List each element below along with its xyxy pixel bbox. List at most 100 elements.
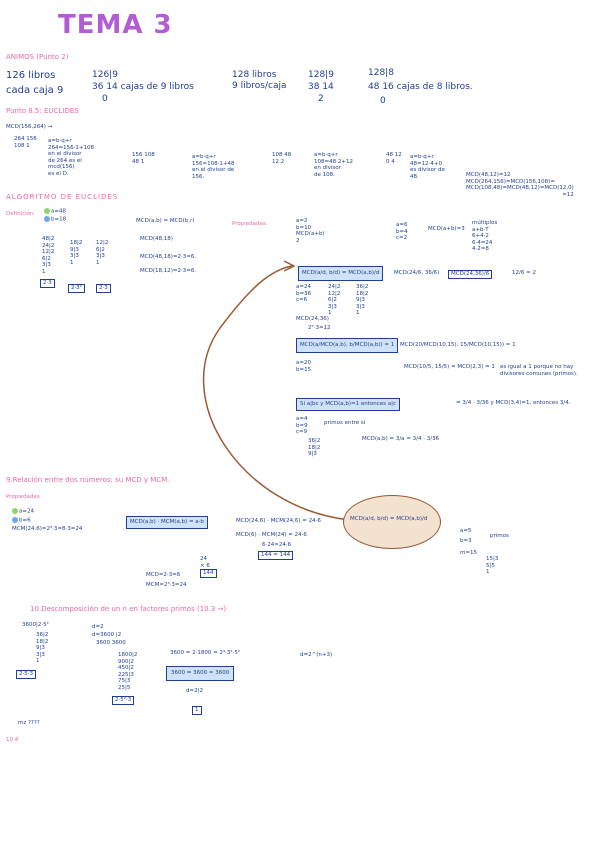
repaso-line1: 126 libros [6,70,56,81]
rel-b: b=6 [12,517,31,524]
repaso-line2: cada caja 9 [6,85,64,96]
rel-mcm: MCM(24,6)=2³·3=8·3=24 [12,526,83,532]
prop5-note: primos entre sí [324,420,366,426]
prop5-box: Si a|bc y MCD(a,b)=1 entonces a|c [296,398,400,411]
rel-right-a: a=5 [460,528,472,534]
descomp-d: d=2 [92,624,104,630]
prop2-text: MCD(a+b)=3 [428,226,465,232]
mcd-1: MCD(48,18) [140,236,173,242]
relacion-prop-label: Propiedades [6,494,40,500]
connector-arrow [202,260,351,521]
factor-box3: 2·3 [96,284,111,293]
blue-dot-icon [12,517,18,523]
euclides-heading: Punto 8.5: EUCLIDES [6,107,79,115]
rel-eq-box: MCD(a,b) · MCM(a,b) = a·b [126,516,208,529]
mcd-24-36-val: 2²·3=12 [308,325,331,331]
factor-box2: 2·3² [68,284,85,293]
rel-mcm-line: MCM=2³·3=24 [146,582,187,588]
blue-dot-icon [44,216,50,222]
rel-right-primos: primos [490,533,509,539]
rel-mcd-line: MCD=2·3=6 [146,572,181,578]
footer-section: 10.4 [6,737,19,743]
sep2: 9 libros/caja [232,81,287,91]
mz-line: mz ???? [18,720,40,726]
descomp-d-div: d=3600 |2 [92,632,122,638]
rel-mult: 24× 6 144 [200,556,217,578]
mcd-rule: MCD(a,b) = MCD(b,r) [136,218,195,224]
div1-top: 126|9 [92,70,118,80]
div2-bot: 2 [318,94,324,104]
highlight-circle [343,495,441,549]
green-dot-icon [44,208,50,214]
descomp-main: 3600|2·5² [22,622,49,628]
frac-final: 12/6 = 2 [512,270,536,276]
div2-top: 128|9 [308,70,334,80]
algoritmo-heading: ALGORITMO DE EUCLIDES [6,193,119,201]
sep1: 128 libros [232,70,277,80]
mcd-2: MCD(48,18)=2·3=6. [140,254,197,260]
repaso-heading: ANIMOS (Punto 2) [6,53,69,61]
div1-bot: 0 [102,94,108,104]
rel-mcd6-b: 6·24=24·6 [262,542,292,548]
rel-a: a=24 [12,508,34,515]
page-title: TEMA 3 [58,10,173,40]
rel-right-m: m=15 [460,550,477,556]
div3-top: 128|8 [368,68,394,78]
descomp-eq1: 3600 = 2·1800 = 2⁴·3²·5² [170,650,241,656]
div2-mid: 38 14 [308,82,334,92]
def-b: b=18 [44,216,66,223]
rel-right-b: b=3 [460,538,472,544]
factor-box1: 2·3 [40,279,55,288]
mcd-24-36: MCD(24,36) [296,316,329,322]
prop4-calc: MCD(10/5, 15/5) = MCD(2,3) = 1 [404,364,495,370]
div1-mid: 36 14 cajas de 9 libros [92,82,194,92]
rel-mcd6: MCD(6) · MCM(24) = 24·6 [236,532,307,538]
def-a: a=48 [44,208,66,215]
prop4-rhs: MCD(20/MCD(10,15), 15/MCD(10,15)) = 1 [400,342,516,348]
descomp-d-exp: d=2^(n+3) [300,652,333,658]
rel-mcd6-c: 144 = 144 [258,551,294,560]
prop5-ex: = 3/4 · 3/36 y MCD(3,4)=1, entonces 3/4. [456,400,571,406]
green-dot-icon [12,508,18,514]
mcd-3: MCD(18,12)=2·3=6. [140,268,197,274]
prop5-calc: MCD(a,b) = 3/a = 3/4 · 3/36 [362,436,440,442]
div3-bot: 0 [380,96,386,106]
prop4-note: es igual a 1 porque no hay divisores com… [500,364,578,377]
circle-eq: MCD(a/d, b/d) = MCD(a,b)/d [350,516,428,522]
descomp-heading: 10.Descomposición de un n en factores pr… [30,605,227,613]
prop-label: Propiedades: [232,221,268,227]
prop4-eq-box: MCD(a/MCD(a,b), b/MCD(a,b)) = 1 [296,338,399,353]
descomp-box: 2·5·3 [16,670,36,679]
descomp-d-tail2: 1 [192,706,202,715]
def-label: Definición: [6,211,36,217]
descomp-eq2: 3600 = 3600 = 3600 [166,666,235,681]
descomp-d-div2: 3600 3600 [96,640,126,646]
euclides-result: MCD(48,12)=12 MCD(264,156)=MCD(156,108)=… [466,172,574,198]
div3-mid: 48 16 cajas de 8 libros. [368,82,473,92]
frac-res: MCD(24,36)/6 [448,270,493,279]
euclides-mcd-line: MCD(156,264) → [6,124,53,130]
descomp-d-tail: d=2|2 [186,688,203,694]
relacion-heading: 9.Relación entre dos números: su MCD y M… [6,476,170,484]
